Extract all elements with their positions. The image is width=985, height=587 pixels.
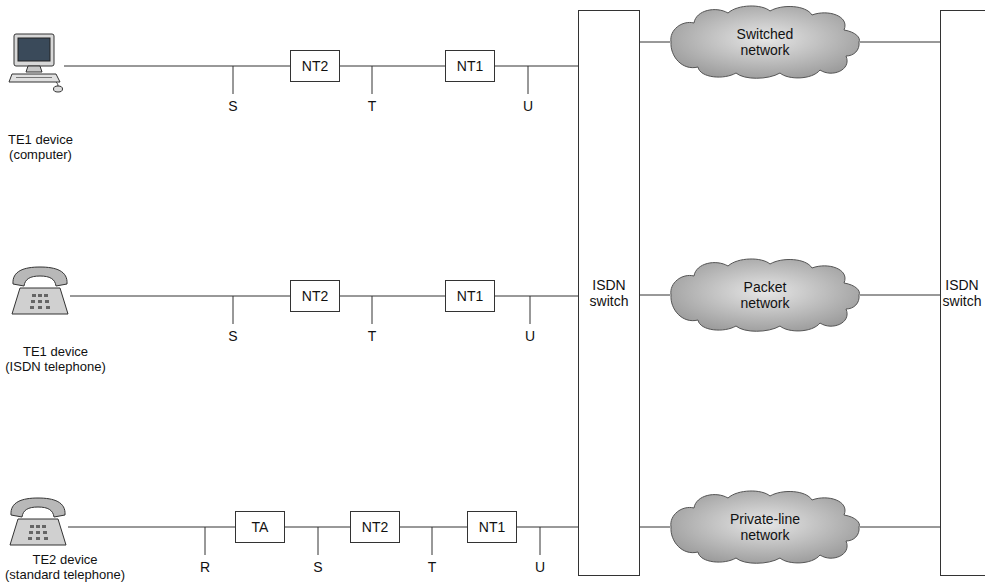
reference-point-tick: [233, 296, 234, 324]
connector: [640, 527, 670, 528]
reference-point-tick: [318, 527, 319, 555]
connector: [640, 295, 670, 296]
reference-point-tick: [530, 296, 531, 324]
reference-point-label: R: [200, 559, 210, 575]
connector: [70, 296, 290, 297]
device-label: TE2 device (standard telephone): [4, 552, 126, 582]
device-label: TE1 device (ISDN telephone): [4, 344, 107, 374]
network-box: NT2: [350, 511, 400, 543]
connector: [860, 42, 940, 43]
network-label: Private-line network: [719, 511, 811, 543]
reference-point-label: T: [368, 98, 377, 114]
cloud-outline: [671, 491, 860, 563]
switch-label: ISDN switch: [941, 277, 983, 309]
network-cloud: Switched network: [670, 4, 860, 80]
device-label: TE1 device (computer): [6, 132, 74, 162]
connector: [517, 527, 578, 528]
connector: [860, 527, 940, 528]
box-label: NT2: [302, 288, 328, 304]
network-label: Packet network: [719, 279, 811, 311]
network-cloud: Private-line network: [670, 489, 860, 565]
connector: [400, 527, 467, 528]
reference-point-label: T: [428, 559, 437, 575]
cloud-outline: [671, 6, 860, 78]
connector: [64, 66, 290, 67]
box-label: NT2: [362, 519, 388, 535]
connector: [495, 66, 578, 67]
box-label: NT1: [457, 288, 483, 304]
reference-point-label: S: [228, 98, 237, 114]
reference-point-label: U: [525, 328, 535, 344]
network-box: NT1: [445, 50, 495, 82]
terminal-device: TE1 device (ISDN telephone): [10, 262, 70, 320]
computer-icon: [8, 32, 64, 94]
reference-point-tick: [372, 66, 373, 94]
connector: [340, 66, 445, 67]
network-box: NT1: [467, 511, 517, 543]
connector: [68, 527, 235, 528]
switch-label: ISDN switch: [582, 277, 636, 309]
connector: [640, 42, 670, 43]
reference-point-tick: [528, 66, 529, 94]
reference-point-tick: [540, 527, 541, 555]
isdn-switch: ISDN switch: [940, 10, 985, 576]
connector: [860, 295, 940, 296]
telephone-icon: [8, 493, 68, 551]
network-cloud: Packet network: [670, 257, 860, 333]
box-label: NT2: [302, 58, 328, 74]
reference-point-label: T: [368, 328, 377, 344]
cloud-outline: [671, 259, 860, 331]
connector: [340, 296, 445, 297]
reference-point-tick: [372, 296, 373, 324]
network-label: Switched network: [719, 26, 811, 58]
reference-point-label: U: [535, 559, 545, 575]
box-label: TA: [252, 519, 269, 535]
network-box: NT2: [290, 50, 340, 82]
reference-point-tick: [205, 527, 206, 555]
network-box: NT2: [290, 280, 340, 312]
network-box: TA: [235, 511, 285, 543]
reference-point-label: S: [313, 559, 322, 575]
connector: [495, 296, 578, 297]
terminal-device: TE2 device (standard telephone): [8, 493, 68, 551]
network-box: NT1: [445, 280, 495, 312]
terminal-device: TE1 device (computer): [8, 32, 64, 94]
box-label: NT1: [457, 58, 483, 74]
reference-point-label: S: [228, 328, 237, 344]
reference-point-label: U: [523, 98, 533, 114]
reference-point-tick: [233, 66, 234, 94]
telephone-icon: [10, 262, 70, 320]
reference-point-tick: [432, 527, 433, 555]
box-label: NT1: [479, 519, 505, 535]
isdn-switch: ISDN switch: [578, 10, 640, 576]
